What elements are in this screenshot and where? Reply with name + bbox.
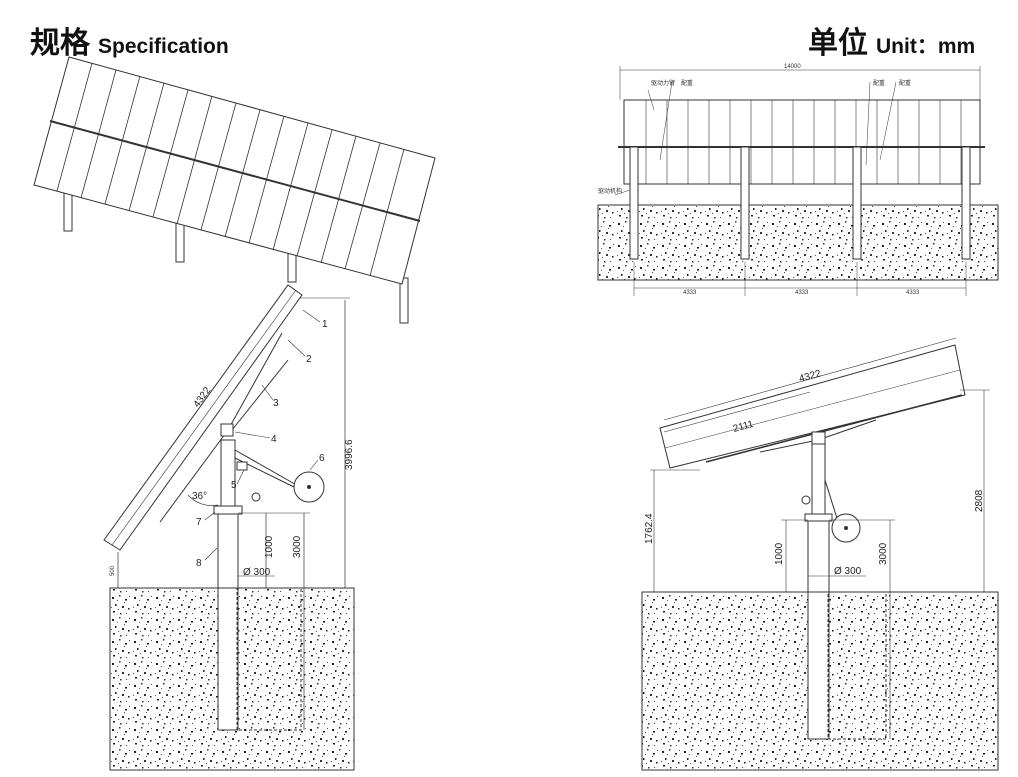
side-panel — [103, 284, 303, 551]
ew-total-height: 2808 — [974, 489, 985, 512]
unit-title-en: Unit：mm — [876, 35, 976, 58]
front-span: 4333 — [683, 290, 697, 296]
front-panel-grid — [645, 100, 962, 184]
ew-half-length: 2111 — [732, 419, 755, 435]
isometric-view — [33, 56, 436, 324]
ew-pile-below — [807, 591, 830, 740]
front-view — [597, 66, 999, 296]
side-pile-cap — [213, 505, 243, 515]
side-total-height: 3996.6 — [344, 439, 355, 470]
east-west-view — [641, 337, 999, 771]
side-view — [103, 284, 355, 771]
ew-pile-diameter: Ø 300 — [834, 566, 862, 577]
ew-foundation-outline — [827, 591, 887, 740]
ew-pivot-height: 1762.4 — [644, 513, 655, 544]
east-west-labels: 4322 2111 2808 1762.4 1000 3000 Ø 300 — [644, 368, 985, 577]
unit-title-cn: 单位 — [808, 26, 868, 61]
front-overall-width: 14000 — [784, 64, 801, 70]
front-annotation: 配重 — [873, 79, 885, 87]
part-label: 6 — [319, 453, 325, 464]
front-post — [852, 146, 862, 260]
ew-foundation-depth: 3000 — [878, 542, 889, 565]
front-view-labels: 14000 4333 4333 4333 驱动力臂 配重 配重 配重 驱动机构 — [598, 64, 920, 296]
side-tilt-angle: 36° — [192, 491, 207, 502]
side-foundation-depth: 3000 — [292, 535, 303, 558]
front-annotation: 配重 — [899, 79, 911, 87]
front-panel-array — [623, 99, 981, 185]
iso-post — [399, 277, 409, 324]
front-annotation: 配重 — [681, 79, 693, 87]
ew-panel — [659, 344, 966, 469]
ew-column — [811, 439, 826, 515]
front-post — [740, 146, 750, 260]
iso-panel-grid — [56, 62, 405, 277]
side-pile-depth: 1000 — [264, 535, 275, 558]
front-post — [961, 146, 971, 260]
iso-torque-tube — [49, 120, 421, 222]
front-annotation: 驱动力臂 — [651, 79, 675, 87]
ew-pile-depth: 1000 — [774, 542, 785, 565]
side-clearance: 500 — [110, 565, 116, 576]
side-pile — [217, 512, 239, 589]
part-label: 5 — [231, 480, 237, 491]
part-label: 2 — [306, 354, 312, 365]
spec-title-cn: 规格 — [30, 26, 90, 61]
front-post — [629, 146, 639, 260]
side-column — [220, 439, 236, 507]
front-span: 4333 — [795, 290, 809, 296]
part-label: 8 — [196, 558, 202, 569]
front-annotation: 驱动机构 — [598, 187, 622, 195]
side-angle-arc — [187, 494, 219, 506]
side-pile-below — [217, 587, 239, 731]
front-ground — [597, 204, 999, 281]
front-span: 4333 — [906, 290, 920, 296]
part-label: 4 — [271, 434, 277, 445]
part-label: 1 — [322, 319, 328, 330]
spec-title-en: Specification — [98, 35, 229, 58]
ew-panel-dim — [663, 337, 957, 421]
side-foundation-outline — [236, 587, 302, 731]
spec-heading: 规格 Specification — [30, 18, 229, 62]
part-label: 3 — [273, 398, 279, 409]
part-label: 7 — [196, 517, 202, 528]
unit-heading: 单位 Unit：mm — [808, 18, 975, 62]
side-pivot — [220, 423, 234, 437]
side-pile-diameter: Ø 300 — [243, 567, 271, 578]
ew-panel-length: 4322 — [798, 368, 823, 385]
ew-pile — [807, 519, 830, 593]
